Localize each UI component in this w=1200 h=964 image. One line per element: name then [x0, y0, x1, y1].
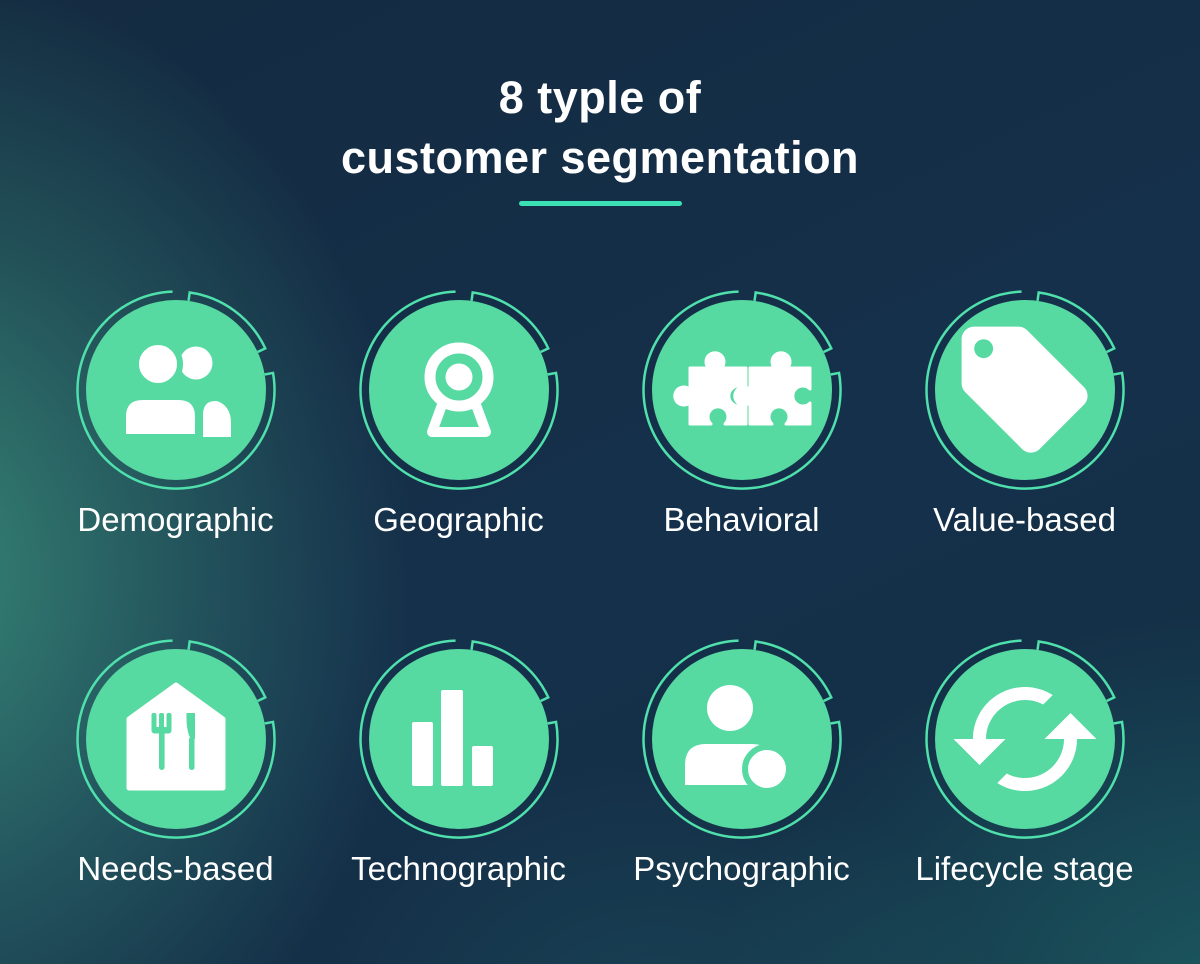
- segment-grid: Demographic Geographic: [0, 285, 1200, 889]
- segment-card-psychographic: Psychographic: [600, 634, 883, 889]
- segment-label: Needs-based: [77, 850, 274, 887]
- badge-ring: [358, 290, 559, 490]
- bar-chart-icon: [411, 690, 493, 786]
- badge-geographic: [358, 290, 559, 490]
- badge-needs-based: [75, 639, 276, 839]
- badge-ring: [358, 639, 559, 839]
- person-icon: [684, 685, 792, 794]
- badge-value-based: [924, 290, 1125, 490]
- title-line-2: customer segmentation: [340, 132, 860, 183]
- badge-ring: [924, 290, 1125, 490]
- segment-card-behavioral: Behavioral: [600, 285, 883, 540]
- segment-card-geographic: Geographic: [317, 285, 600, 540]
- segment-label: Technographic: [351, 850, 566, 887]
- badge-ring: [924, 639, 1125, 839]
- sync-icon: [953, 687, 1096, 791]
- badge-ring: [75, 639, 276, 839]
- segment-label: Lifecycle stage: [915, 850, 1134, 887]
- badge-ring: [641, 639, 842, 839]
- house-cutlery-icon: [126, 682, 225, 791]
- badge-circle: [651, 649, 832, 829]
- segment-label: Value-based: [933, 501, 1116, 538]
- segment-card-demographic: Demographic: [34, 285, 317, 540]
- tag-icon: [961, 326, 1088, 453]
- badge-circle: [85, 300, 266, 480]
- segment-card-lifecycle-stage: Lifecycle stage: [883, 634, 1166, 889]
- title-underline: [518, 201, 682, 206]
- badge-lifecycle-stage: [924, 639, 1125, 839]
- badge-ring: [75, 290, 276, 490]
- segment-label: Behavioral: [663, 501, 820, 538]
- page-title: 8 typle of customer segmentation: [0, 0, 1200, 206]
- segment-label: Psychographic: [633, 850, 850, 887]
- segment-card-technographic: Technographic: [317, 634, 600, 889]
- badge-technographic: [358, 639, 559, 839]
- segment-label: Geographic: [373, 501, 544, 538]
- badge-demographic: [75, 290, 276, 490]
- badge-behavioral: [641, 290, 842, 490]
- badge-psychographic: [641, 639, 842, 839]
- badge-circle: [934, 649, 1115, 829]
- title-line-1: 8 typle of: [498, 72, 702, 123]
- puzzle-icon: [672, 351, 811, 426]
- webcam-icon: [424, 342, 493, 437]
- users-icon: [119, 339, 231, 440]
- badge-ring: [641, 290, 842, 490]
- segment-card-needs-based: Needs-based: [34, 634, 317, 889]
- segment-card-value-based: Value-based: [883, 285, 1166, 540]
- segment-label: Demographic: [77, 501, 274, 538]
